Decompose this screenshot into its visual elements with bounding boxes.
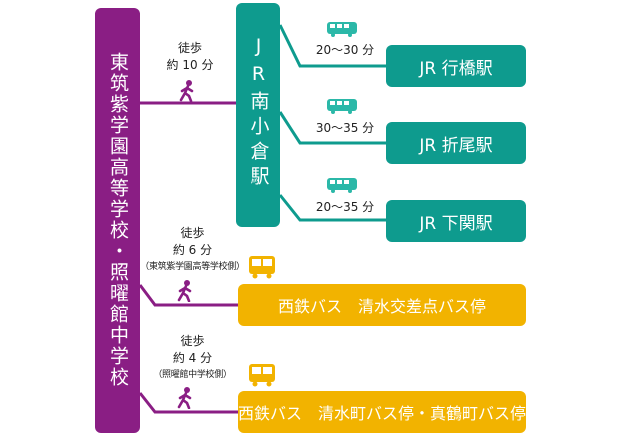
walk-to-bus2-label: 徒歩 約 4 分 （照曜館中学校側） [140,333,245,384]
walk-to-station-label: 徒歩 約 10 分 [160,40,220,74]
walking-person-icon [179,80,194,102]
school-name: 東筑紫学園高等学校・照曜館中学校 [107,52,129,388]
walk-to-bus1-line1: 徒歩 [180,226,205,240]
walk-to-station-line1: 徒歩 [177,41,202,55]
walk-to-bus2-line1: 徒歩 [180,334,205,348]
walking-person-icon [177,280,192,302]
time-label-orio: 30～35 分 [315,121,375,135]
bus-icon [249,364,275,387]
walking-person-icon [177,387,192,409]
walk-to-bus2-note: （照曜館中学校側） [153,370,232,380]
train-icon [327,178,357,193]
walk-to-bus2-line2: 約 4 分 [172,351,213,365]
bus-stop-label: 西鉄バス 清水町バス停・真鶴町バス停 [238,404,527,423]
time-label-shimonoseki: 20～35 分 [315,200,375,214]
school-box: 東筑紫学園高等学校・照曜館中学校 [95,8,140,433]
time-label-yukuhashi: 20～30 分 [315,43,375,57]
station-box: JR南小倉駅 [236,3,280,227]
train-icon [327,22,357,37]
destination-orio: JR 折尾駅 [386,122,526,164]
destination-label: JR 折尾駅 [419,135,493,156]
destination-shimonoseki: JR 下関駅 [386,200,526,242]
walk-to-station-line2: 約 10 分 [166,58,214,72]
destination-label: JR 下関駅 [419,213,493,234]
train-icon [327,99,357,114]
bus-stop-label: 西鉄バス 清水交差点バス停 [277,297,486,316]
bus-stop-shimizumachi-manazurumachi: 西鉄バス 清水町バス停・真鶴町バス停 [238,391,526,433]
destination-yukuhashi: JR 行橋駅 [386,45,526,87]
walk-to-bus1-note: （東筑紫学園高等学校側） [140,262,245,272]
bus-icon [249,256,275,279]
bus-stop-shimizu-kousaten: 西鉄バス 清水交差点バス停 [238,284,526,326]
walk-to-bus1-label: 徒歩 約 6 分 （東筑紫学園高等学校側） [140,225,245,276]
station-name: JR南小倉駅 [247,35,270,191]
destination-label: JR 行橋駅 [419,58,493,79]
walk-to-bus1-line2: 約 6 分 [172,243,213,257]
